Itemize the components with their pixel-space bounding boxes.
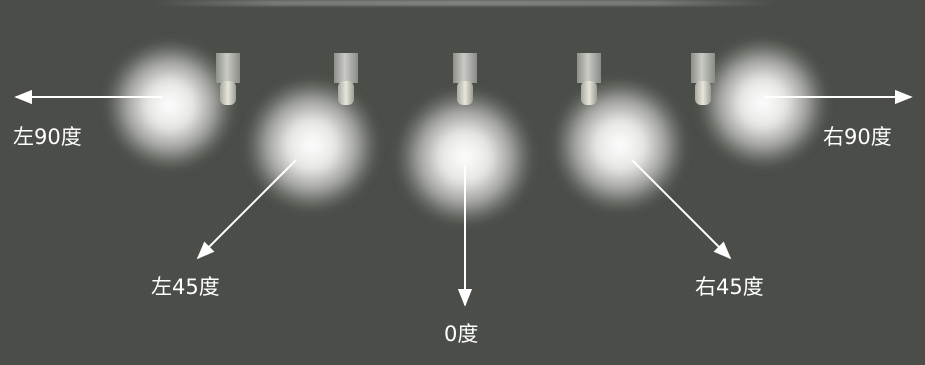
label-left-45-degrees: 左45度 xyxy=(151,275,220,299)
label-zero-degrees: 0度 xyxy=(444,322,478,346)
label-left-90-degrees: 左90度 xyxy=(13,125,82,149)
label-right-90-degrees: 右90度 xyxy=(823,125,892,149)
label-right-45-degrees: 右45度 xyxy=(695,275,764,299)
spray-spot-right45 xyxy=(550,75,690,215)
arrow-left45 xyxy=(198,160,296,258)
spray-spot-right90 xyxy=(695,35,831,171)
